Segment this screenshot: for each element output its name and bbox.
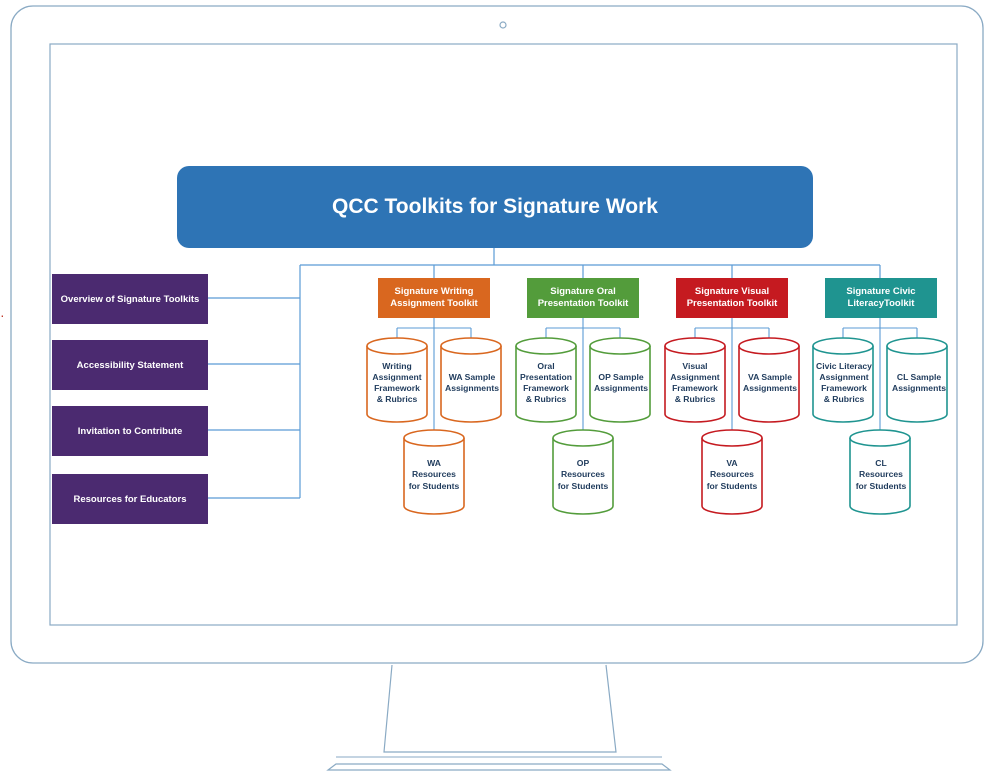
diagram-title-text: QCC Toolkits for Signature Work: [332, 195, 658, 218]
cylinder-2-1: [738, 337, 800, 423]
cylinder-1-0: [515, 337, 577, 423]
toolkit-label: Signature Writing Assignment Toolkit: [390, 286, 478, 309]
cylinder-top: [403, 429, 465, 447]
cylinder-oral-samples[interactable]: OP Sample Assignments: [589, 348, 653, 418]
cylinder-top: [515, 337, 577, 355]
cylinder-top: [552, 429, 614, 447]
cylinder-label: OP Resources for Students: [557, 458, 609, 491]
toolkit-label: Signature Civic LiteracyToolkit: [846, 286, 916, 309]
cylinder-top: [812, 337, 874, 355]
side-link-accessibility[interactable]: Accessibility Statement: [52, 340, 208, 390]
cylinder-top: [664, 337, 726, 355]
diagram-title[interactable]: QCC Toolkits for Signature Work: [177, 166, 813, 248]
cylinder-3-1: [886, 337, 948, 423]
cylinder-2-2: [701, 429, 763, 515]
monitor-stand: [383, 664, 617, 753]
cylinder-body: [552, 438, 614, 515]
cylinder-civic-samples[interactable]: CL Sample Assignments: [887, 348, 951, 418]
cylinder-label: Civic Literacy Assignment Framework & Ru…: [816, 360, 872, 405]
side-link-overview[interactable]: Overview of Signature Toolkits: [52, 274, 208, 324]
cylinder-writing-samples[interactable]: WA Sample Assignments: [440, 348, 504, 418]
cylinder-body: [664, 346, 726, 423]
cylinder-top: [886, 337, 948, 355]
cylinder-visual-framework[interactable]: Visual Assignment Framework & Rubrics: [663, 348, 727, 418]
cylinder-top: [366, 337, 428, 355]
cylinder-body: [515, 346, 577, 423]
cylinder-label: Writing Assignment Framework & Rubrics: [372, 360, 422, 405]
cylinder-body: [738, 346, 800, 423]
cylinder-1-1: [589, 337, 651, 423]
side-link-resources-educators[interactable]: Resources for Educators: [52, 474, 208, 524]
cylinder-body: [440, 346, 502, 423]
toolkit-civic[interactable]: Signature Civic LiteracyToolkit: [825, 278, 937, 318]
monitor-base: [326, 763, 672, 771]
cylinder-body: [589, 346, 651, 423]
cylinder-label: WA Resources for Students: [408, 458, 460, 491]
cylinder-0-2: [403, 429, 465, 515]
toolkit-label: Signature Visual Presentation Toolkit: [686, 286, 778, 309]
cylinder-label: Oral Presentation Framework & Rubrics: [519, 360, 573, 405]
cylinder-2-0: [664, 337, 726, 423]
cylinder-1-2: [552, 429, 614, 515]
cylinder-body: [886, 346, 948, 423]
side-link-label: Overview of Signature Toolkits: [60, 293, 200, 305]
toolkit-oral[interactable]: Signature Oral Presentation Toolkit: [527, 278, 639, 318]
cylinder-visual-resources[interactable]: VA Resources for Students: [701, 440, 763, 510]
monitor-screen: [49, 43, 958, 626]
side-link-contribute[interactable]: Invitation to Contribute: [52, 406, 208, 456]
cylinder-top: [440, 337, 502, 355]
toolkit-visual[interactable]: Signature Visual Presentation Toolkit: [676, 278, 788, 318]
cylinder-writing-framework[interactable]: Writing Assignment Framework & Rubrics: [366, 348, 428, 418]
cylinder-civic-framework[interactable]: Civic Literacy Assignment Framework & Ru…: [811, 348, 877, 418]
cylinder-top: [849, 429, 911, 447]
cylinder-oral-framework[interactable]: Oral Presentation Framework & Rubrics: [514, 348, 578, 418]
cylinder-0-0: [366, 337, 428, 423]
side-link-label: Invitation to Contribute: [77, 425, 183, 437]
cylinder-label: VA Resources for Students: [706, 458, 758, 491]
cylinder-body: [812, 346, 874, 423]
toolkit-writing[interactable]: Signature Writing Assignment Toolkit: [378, 278, 490, 318]
cylinder-label: WA Sample Assignments: [445, 371, 499, 393]
cylinder-visual-samples[interactable]: VA Sample Assignments: [738, 348, 802, 418]
cylinder-civic-resources[interactable]: CL Resources for Students: [850, 440, 912, 510]
cylinder-label: Visual Assignment Framework & Rubrics: [670, 360, 720, 405]
cylinder-0-1: [440, 337, 502, 423]
cylinder-body: [849, 438, 911, 515]
cylinder-body: [701, 438, 763, 515]
cylinder-body: [366, 346, 428, 423]
cylinder-top: [589, 337, 651, 355]
cylinder-3-2: [849, 429, 911, 515]
cylinder-label: VA Sample Assignments: [743, 371, 797, 393]
side-link-label: Accessibility Statement: [76, 359, 184, 371]
cylinder-top: [738, 337, 800, 355]
cylinder-label: OP Sample Assignments: [594, 371, 648, 393]
cylinder-label: CL Resources for Students: [855, 458, 907, 491]
cylinder-oral-resources[interactable]: OP Resources for Students: [552, 440, 614, 510]
camera-dot: [499, 21, 507, 29]
cylinder-3-0: [812, 337, 874, 423]
stray-mark: ·: [0, 307, 5, 323]
side-link-label: Resources for Educators: [73, 493, 187, 505]
cylinder-writing-resources[interactable]: WA Resources for Students: [403, 440, 465, 510]
toolkit-label: Signature Oral Presentation Toolkit: [537, 286, 629, 309]
cylinder-label: CL Sample Assignments: [892, 371, 946, 393]
cylinder-body: [403, 438, 465, 515]
cylinder-top: [701, 429, 763, 447]
